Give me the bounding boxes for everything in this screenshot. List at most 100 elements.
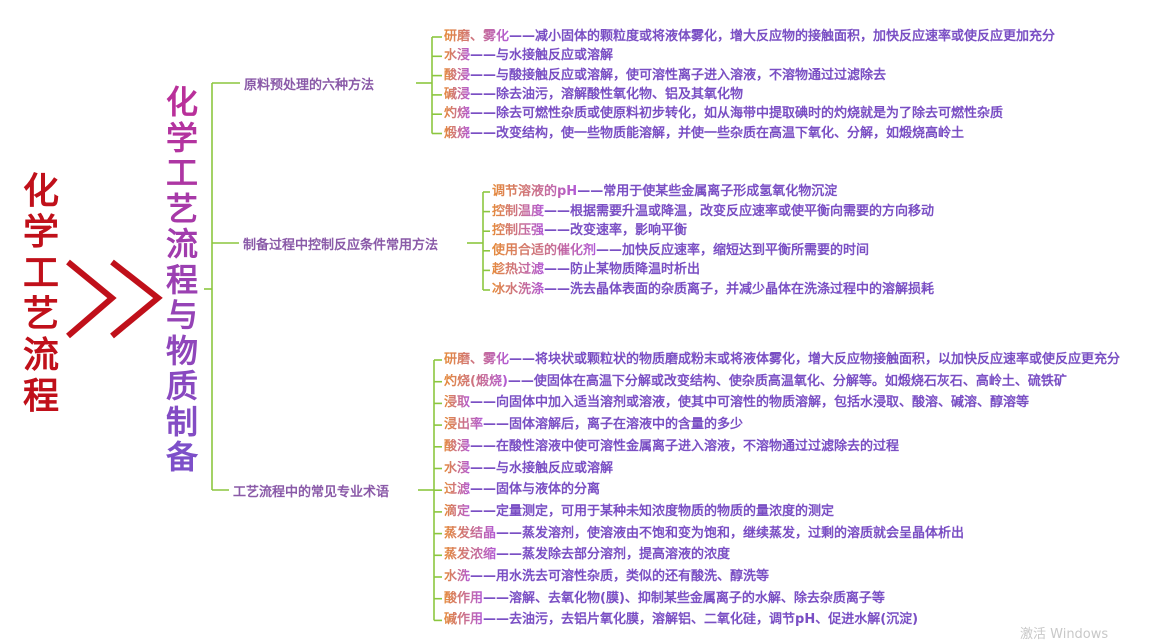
leaf-item: 煅烧——改变结构，使一些物质能溶解，并使一些杂质在高温下氧化、分解，如煅烧高岭土 <box>444 124 964 144</box>
leaf-description: ——加快反应速率，缩短达到平衡所需要的时间 <box>596 242 870 258</box>
leaf-description: ——蒸发除去部分溶剂，提高溶液的浓度 <box>496 547 731 563</box>
leaf-item: 研磨、雾化——将块状或颗粒状的物质磨成粉末或将液体雾化，增大反应物接触面积，以加… <box>444 350 1120 370</box>
leaf-description: ——防止某物质降温时析出 <box>544 262 701 278</box>
leaf-item: 过滤——固体与液体的分离 <box>444 480 600 500</box>
leaf-term: 蒸发结晶 <box>444 525 497 541</box>
branch-connectors <box>204 36 490 622</box>
leaf-description: ——与水接触反应或溶解 <box>470 460 614 476</box>
leaf-term: 煅烧 <box>444 125 471 141</box>
leaf-item: 使用合适的催化剂——加快反应速率，缩短达到平衡所需要的时间 <box>492 241 869 261</box>
leaf-term: 研磨、雾化 <box>444 29 510 44</box>
leaf-item: 碱作用——去油污，去铝片氧化膜，溶解铝、二氧化硅，调节pH、促进水解(沉淀) <box>444 610 918 630</box>
leaf-term: 酸作用 <box>444 590 484 606</box>
main-title-char: 程 <box>22 376 59 417</box>
sub-title-char: 学 <box>165 118 198 157</box>
leaf-description: ——除去油污，溶解酸性氧化物、铝及其氧化物 <box>470 86 744 102</box>
leaf-item: 水浸——与水接触反应或溶解 <box>444 46 613 66</box>
leaf-item: 酸浸——在酸性溶液中使可溶性金属离子进入溶液，不溶物通过过滤除去的过程 <box>444 437 899 457</box>
leaf-item: 趁热过滤——防止某物质降温时析出 <box>492 260 700 280</box>
leaf-item: 灼烧——除去可燃性杂质或使原料初步转化，如从海带中提取碘时的灼烧就是为了除去可燃… <box>444 104 1003 124</box>
leaf-description: ——与水接触反应或溶解 <box>470 48 614 64</box>
leaf-item: 浸取——向固体中加入适当溶剂或溶液，使其中可溶性的物质溶解，包括水浸取、酸溶、碱… <box>444 393 1029 413</box>
leaf-term: 灼烧 <box>444 106 471 122</box>
leaf-description: ——向固体中加入适当溶剂或溶液，使其中可溶性的物质溶解，包括水浸取、酸溶、碱溶、… <box>470 395 1030 411</box>
leaf-item: 灼烧(煅烧)——使固体在高温下分解或改变结构、使杂质高温氧化、分解等。如煅烧石灰… <box>444 372 1067 392</box>
leaf-term: 蒸发浓缩 <box>444 547 497 563</box>
leaf-description: ——常用于使某些金属离子形成氢氧化物沉淀 <box>577 184 838 199</box>
leaf-term: 研磨、雾化 <box>444 352 510 367</box>
leaf-item: 冰水洗涤——洗去晶体表面的杂质离子，并减少晶体在洗涤过程中的溶解损耗 <box>492 280 934 300</box>
double-arrow-icon <box>66 259 163 339</box>
leaf-term: 水洗 <box>444 569 471 584</box>
sub-title-char: 备 <box>165 438 198 476</box>
branch-label: 制备过程中控制反应条件常用方法 <box>243 238 439 253</box>
leaf-description: ——用水洗去可溶性杂质，类似的还有酸洗、醇洗等 <box>470 569 770 584</box>
leaf-description: ——除去可燃性杂质或使原料初步转化，如从海带中提取碘时的灼烧就是为了除去可燃性杂… <box>470 106 1004 122</box>
main-title-char: 艺 <box>22 294 59 335</box>
leaf-term: 控制温度 <box>492 203 545 219</box>
leaf-item: 水浸——与水接触反应或溶解 <box>444 459 613 479</box>
leaf-description: ——去油污，去铝片氧化膜，溶解铝、二氧化硅，调节pH、促进水解(沉淀) <box>483 612 919 628</box>
sub-title-char: 质 <box>165 367 198 405</box>
leaf-term: 冰水洗涤 <box>492 282 545 297</box>
leaf-term: 灼烧(煅烧) <box>444 373 508 389</box>
leaf-term: 浸出率 <box>444 417 484 433</box>
leaf-item: 蒸发结晶——蒸发溶剂，使溶液由不饱和变为饱和，继续蒸发，过剩的溶质就会呈晶体析出 <box>444 524 964 544</box>
sub-title-char: 物 <box>165 331 198 370</box>
chevron-icon <box>66 259 117 339</box>
leaf-term: 控制压强 <box>492 223 545 239</box>
leaf-item: 酸浸——与酸接触反应或溶解，使可溶性离子进入溶液，不溶物通过过滤除去 <box>444 66 886 86</box>
leaf-term: 过滤 <box>444 482 471 498</box>
leaf-term: 使用合适的催化剂 <box>492 242 597 258</box>
leaf-term: 浸取 <box>444 395 471 411</box>
sub-title-char: 艺 <box>165 189 198 228</box>
main-title-char: 工 <box>22 253 59 294</box>
sub-title-char: 制 <box>165 402 198 441</box>
leaf-description: ——在酸性溶液中使可溶性金属离子进入溶液，不溶物通过过滤除去的过程 <box>470 438 900 454</box>
sub-title-char: 程 <box>165 260 198 299</box>
leaf-term: 碱浸 <box>444 86 471 102</box>
leaf-description: ——洗去晶体表面的杂质离子，并减少晶体在洗涤过程中的溶解损耗 <box>544 282 935 297</box>
leaf-description: ——蒸发溶剂，使溶液由不饱和变为饱和，继续蒸发，过剩的溶质就会呈晶体析出 <box>496 525 965 541</box>
branch-label: 原料预处理的六种方法 <box>244 78 375 93</box>
leaf-term: 趁热过滤 <box>492 262 545 278</box>
main-title-char: 流 <box>22 335 59 376</box>
main-title-char: 化 <box>22 171 59 212</box>
leaf-description: ——定量测定，可用于某种未知浓度物质的物质的量浓度的测定 <box>470 503 835 519</box>
leaf-description: ——根据需要升温或降温，改变反应速率或使平衡向需要的方向移动 <box>544 203 935 219</box>
leaf-term: 水浸 <box>444 460 471 476</box>
leaf-description: ——溶解、去氧化物(膜)、抑制某些金属离子的水解、除去杂质离子等 <box>483 590 885 606</box>
leaf-term: 水浸 <box>444 48 471 64</box>
leaf-item: 滴定——定量测定，可用于某种未知浓度物质的物质的量浓度的测定 <box>444 502 834 522</box>
leaf-item: 酸作用——溶解、去氧化物(膜)、抑制某些金属离子的水解、除去杂质离子等 <box>444 589 885 609</box>
leaf-item: 调节溶液的pH——常用于使某些金属离子形成氢氧化物沉淀 <box>492 182 837 202</box>
leaf-term: 调节溶液的pH <box>492 184 578 199</box>
main-title: 化学工艺流程 <box>20 174 62 420</box>
leaf-term: 酸浸 <box>444 438 471 454</box>
leaf-item: 控制压强——改变速率，影响平衡 <box>492 221 687 241</box>
sub-title-char: 化 <box>165 83 198 121</box>
sub-title-char: 工 <box>165 154 198 192</box>
leaf-item: 水洗——用水洗去可溶性杂质，类似的还有酸洗、醇洗等 <box>444 567 769 587</box>
leaf-item: 研磨、雾化——减小固体的颗粒度或将液体雾化，增大反应物的接触面积，加快反应速率或… <box>444 27 1055 47</box>
leaf-term: 滴定 <box>444 503 471 519</box>
leaf-item: 控制温度——根据需要升温或降温，改变反应速率或使平衡向需要的方向移动 <box>492 202 934 222</box>
leaf-item: 碱浸——除去油污，溶解酸性氧化物、铝及其氧化物 <box>444 85 743 105</box>
leaf-term: 酸浸 <box>444 67 471 83</box>
leaf-description: ——与酸接触反应或溶解，使可溶性离子进入溶液，不溶物通过过滤除去 <box>470 67 887 83</box>
leaf-description: ——改变结构，使一些物质能溶解，并使一些杂质在高温下氧化、分解，如煅烧高岭土 <box>470 125 965 141</box>
sub-title-char: 流 <box>165 225 198 263</box>
leaf-description: ——减小固体的颗粒度或将液体雾化，增大反应物的接触面积，加快反应速率或使反应更加… <box>509 29 1056 44</box>
leaf-description: ——将块状或颗粒状的物质磨成粉末或将液体雾化，增大反应物接触面积，以加快反应速率… <box>509 352 1121 367</box>
leaf-item: 浸出率——固体溶解后，离子在溶液中的含量的多少 <box>444 415 743 435</box>
leaf-description: ——改变速率，影响平衡 <box>544 223 688 239</box>
leaf-description: ——固体与液体的分离 <box>470 482 601 498</box>
branch-label: 工艺流程中的常见专业术语 <box>233 485 390 500</box>
sub-title-char: 与 <box>165 296 198 334</box>
main-title-char: 学 <box>22 212 59 253</box>
leaf-item: 蒸发浓缩——蒸发除去部分溶剂，提高溶液的浓度 <box>444 545 730 565</box>
leaf-description: ——使固体在高温下分解或改变结构、使杂质高温氧化、分解等。如煅烧石灰石、高岭土、… <box>507 373 1067 389</box>
sub-title: 化学工艺流程与物质制备 <box>162 86 202 477</box>
leaf-term: 碱作用 <box>444 612 484 628</box>
